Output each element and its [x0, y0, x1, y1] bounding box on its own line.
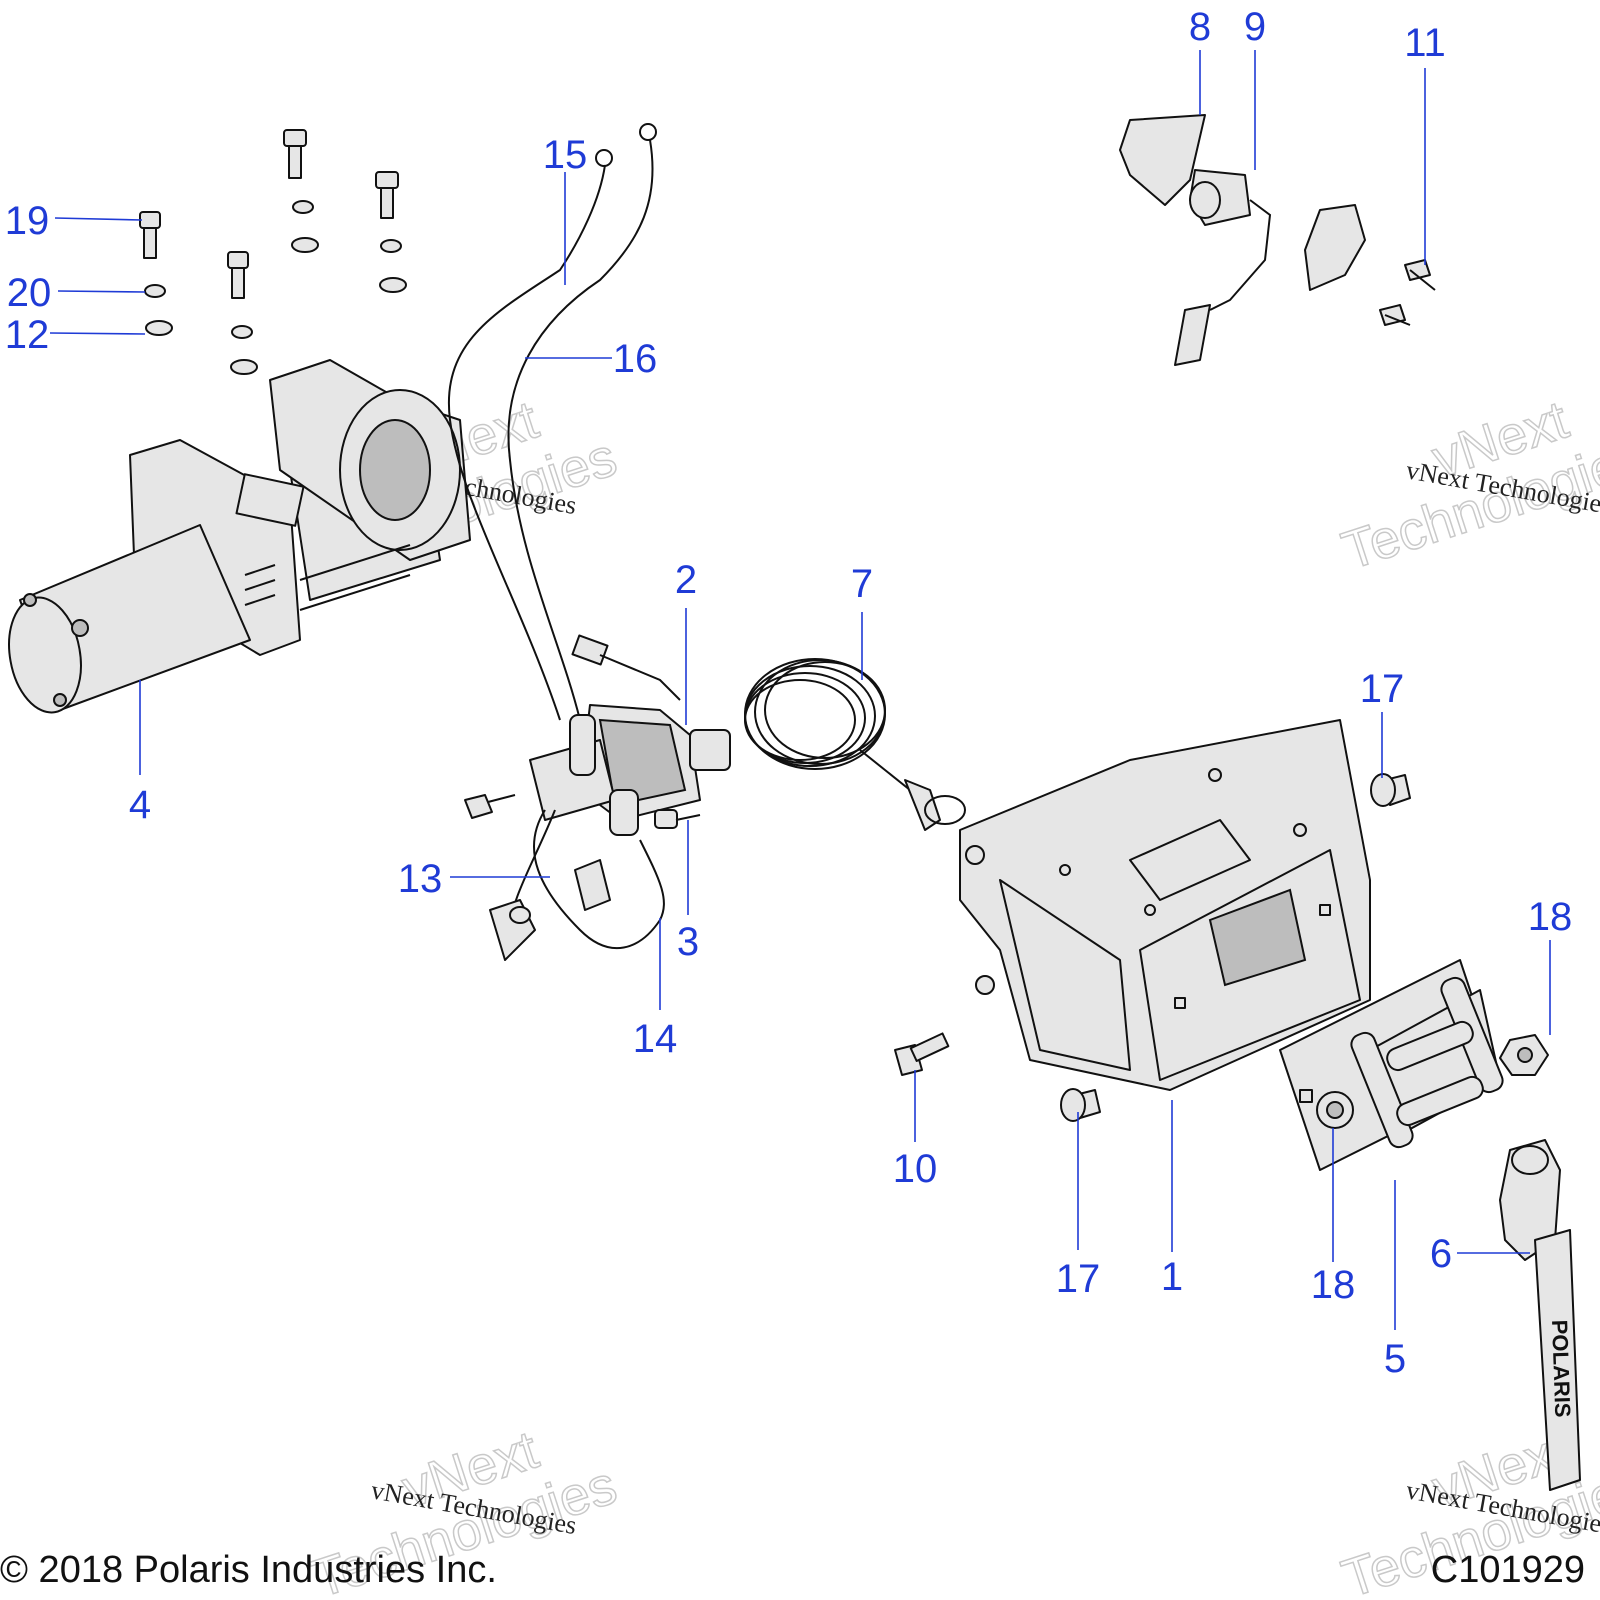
- callout-17-top: 17: [1360, 667, 1405, 711]
- roller-fairlead: [1279, 959, 1504, 1171]
- callout-11: 11: [1404, 21, 1446, 65]
- figure-id: C101929: [1431, 1549, 1585, 1591]
- callout-5: 5: [1384, 1337, 1406, 1381]
- callout-2: 2: [675, 558, 697, 602]
- callout-17-bottom: 17: [1056, 1257, 1101, 1301]
- winch-rope: [744, 658, 966, 831]
- callout-19: 19: [5, 199, 50, 243]
- leader-lines: [49, 50, 1551, 1330]
- callout-15: 15: [543, 133, 588, 177]
- callout-4: 4: [129, 783, 151, 827]
- motor-cables: [489, 809, 665, 961]
- callout-18-right: 18: [1528, 895, 1573, 939]
- rocker-switch-assembly: [1119, 114, 1436, 366]
- callout-1: 1: [1161, 1255, 1183, 1299]
- bolt-set-motor-mount: [139, 129, 407, 375]
- winch-mount-bracket: [959, 719, 1371, 1091]
- winch-motor: [8, 359, 471, 714]
- hardware-nuts-bolts: [894, 773, 1549, 1122]
- callout-14: 14: [633, 1017, 678, 1061]
- callout-12: 12: [5, 313, 50, 357]
- callout-7: 7: [851, 562, 873, 606]
- callout-20: 20: [7, 271, 52, 315]
- callout-3: 3: [677, 920, 699, 964]
- winch-contactor: [464, 634, 731, 836]
- callout-8: 8: [1189, 5, 1211, 49]
- callout-10: 10: [893, 1147, 938, 1191]
- callout-13: 13: [398, 857, 443, 901]
- callout-9: 9: [1244, 5, 1266, 49]
- battery-cables: [447, 123, 657, 721]
- winch-hook: POLARIS: [1499, 1139, 1581, 1491]
- copyright-text: © 2018 Polaris Industries Inc.: [0, 1549, 497, 1591]
- callout-18-bottom: 18: [1311, 1263, 1356, 1307]
- hook-strap-text: POLARIS: [1547, 1319, 1575, 1418]
- callout-labels: 1 2 3 4 5 6 7 8 9 10 11 12 13 14 15 16 1…: [5, 5, 1573, 1381]
- watermark-top-right: vNext Technologies vNext Technologies: [1334, 389, 1600, 582]
- callout-16: 16: [613, 337, 658, 381]
- callout-6: 6: [1430, 1232, 1452, 1276]
